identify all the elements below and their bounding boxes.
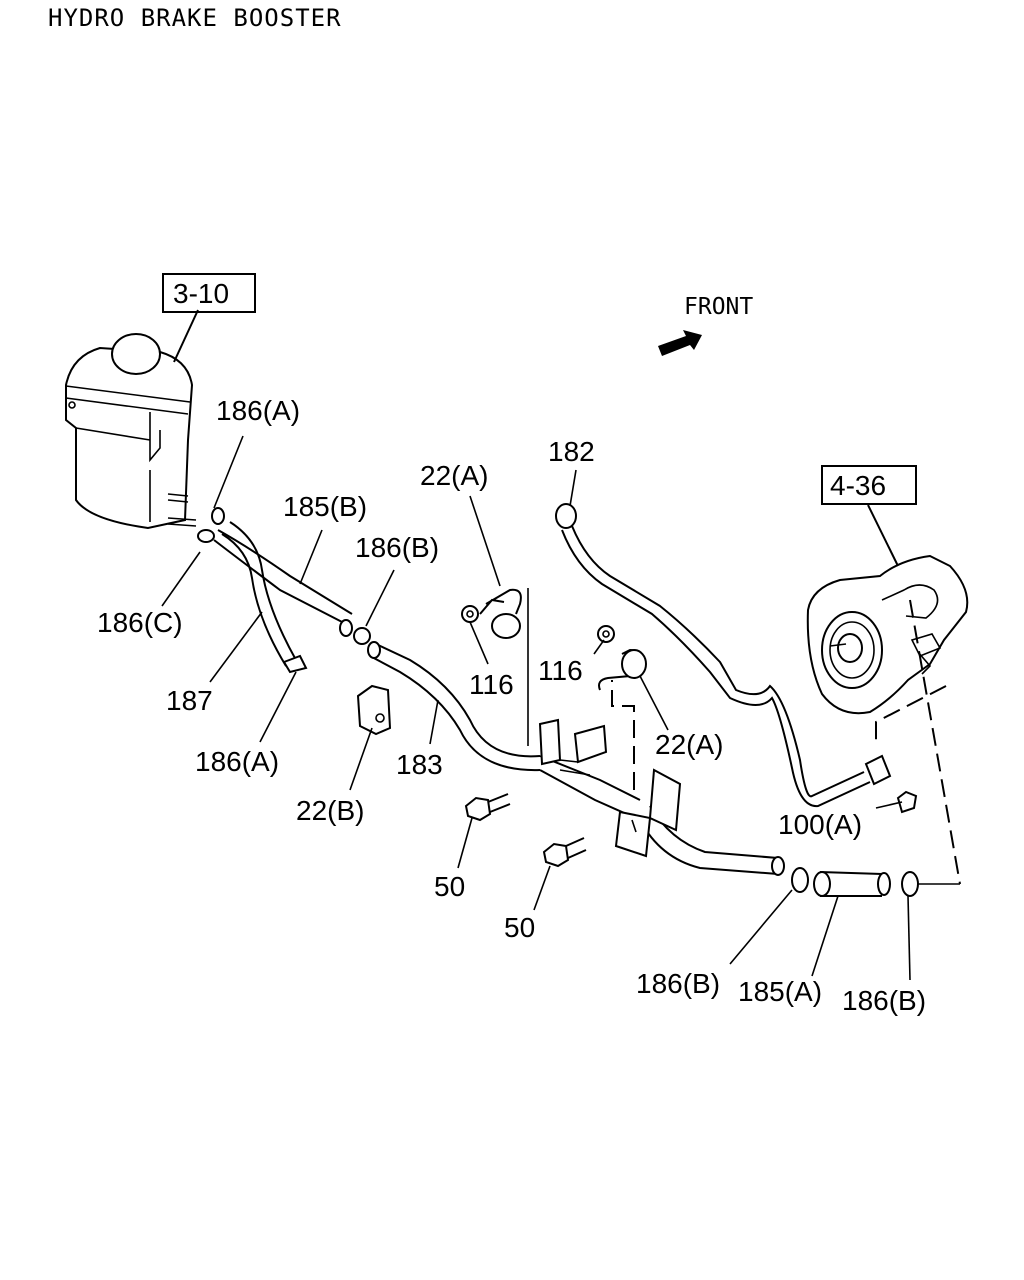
label-186a-top[interactable]: 186(A) (216, 395, 300, 426)
hose-185b (197, 507, 353, 637)
label-186b-mid[interactable]: 186(B) (355, 532, 439, 563)
clamp-22b (356, 684, 392, 736)
label-50-lower[interactable]: 50 (504, 912, 535, 943)
front-arrow-icon (658, 330, 702, 356)
label-186b-bottom-right[interactable]: 186(B) (842, 985, 926, 1016)
reservoir-tank (65, 309, 199, 530)
label-100a[interactable]: 100(A) (778, 809, 862, 840)
label-22a-right[interactable]: 22(A) (655, 729, 723, 760)
hose-187 (221, 521, 308, 674)
front-indicator: FRONT (658, 294, 753, 356)
label-182[interactable]: 182 (548, 436, 595, 467)
label-183[interactable]: 183 (396, 749, 443, 780)
leader-lines (161, 435, 911, 981)
label-116-left[interactable]: 116 (469, 669, 514, 700)
page-title: HYDRO BRAKE BOOSTER (48, 4, 342, 32)
booster-pump (806, 504, 969, 715)
front-label: FRONT (684, 294, 753, 320)
bolt-50-upper (464, 793, 511, 822)
bolt-50-lower (542, 837, 587, 868)
part-labels: 186(A) 185(B) 186(B) 186(C) 187 186(A) 1… (97, 395, 926, 1016)
label-185a[interactable]: 185(A) (738, 976, 822, 1007)
label-186c[interactable]: 186(C) (97, 607, 183, 638)
label-50-upper[interactable]: 50 (434, 871, 465, 902)
pipe-183 (367, 641, 541, 772)
label-185b[interactable]: 185(B) (283, 491, 367, 522)
reference-lines (611, 599, 961, 885)
label-22b[interactable]: 22(B) (296, 795, 364, 826)
label-186a-bottom[interactable]: 186(A) (195, 746, 279, 777)
pipe-182 (555, 503, 918, 814)
hose-185a (791, 867, 960, 897)
label-187[interactable]: 187 (166, 685, 213, 716)
reference-box-reservoir[interactable]: 3-10 (162, 273, 256, 313)
reference-label-reservoir: 3-10 (173, 278, 229, 309)
bracket-upper (527, 588, 608, 776)
reference-box-pump[interactable]: 4-36 (821, 465, 917, 505)
label-22a-top[interactable]: 22(A) (420, 460, 488, 491)
bracket-lower (614, 768, 682, 858)
clamp-22a-right (597, 625, 647, 691)
label-116-right[interactable]: 116 (538, 655, 583, 686)
clamp-22a-left (461, 588, 522, 639)
reference-label-pump: 4-36 (830, 470, 886, 501)
clamp-186b-mid (353, 627, 371, 645)
label-186b-bottom-left[interactable]: 186(B) (636, 968, 720, 999)
